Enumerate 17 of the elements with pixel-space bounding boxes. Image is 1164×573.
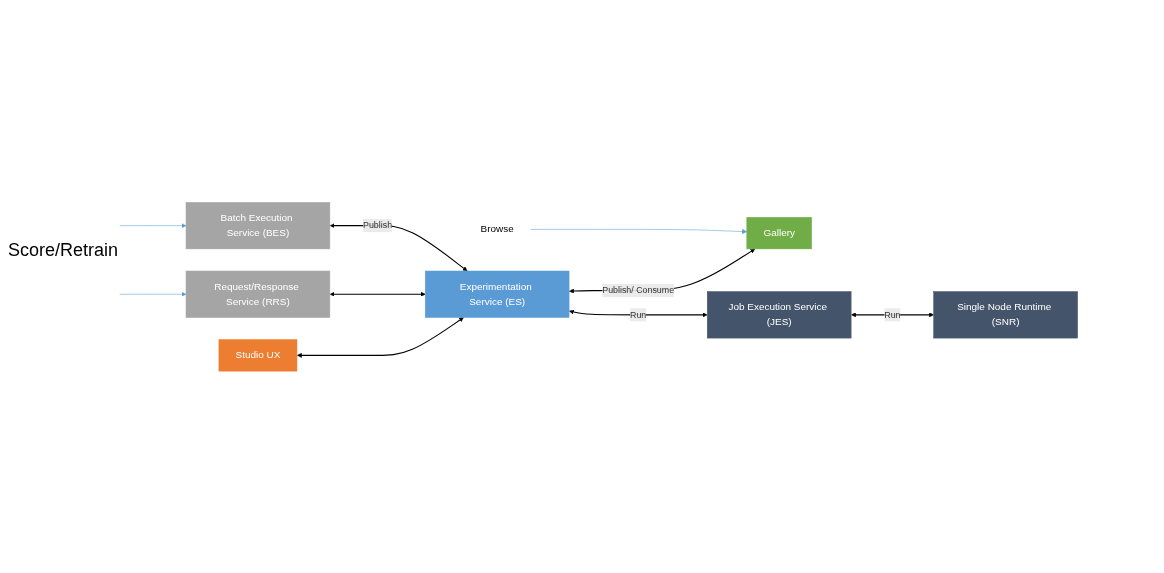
edge-label: Publish (363, 220, 393, 230)
node-box: Single Node Runtime (SNR) (933, 291, 1078, 339)
edge-label: Run (884, 309, 901, 319)
node-box: Experimentation Service (ES) (425, 270, 570, 318)
node-box: Batch Execution Service (BES) (185, 201, 331, 249)
node-box: Job Execution Service (JES) (707, 291, 852, 339)
node-box: Gallery (746, 216, 812, 249)
arrow (329, 291, 426, 297)
edge-label: Run (630, 309, 647, 319)
arrow (851, 312, 934, 317)
note-text: Score/Retrain (8, 240, 119, 261)
edge-label: Publish/ Consume (602, 285, 675, 295)
node-text: Browse (480, 223, 514, 235)
node-box: Studio UX (218, 339, 298, 372)
arrow (296, 317, 464, 358)
arrow (569, 309, 708, 317)
node-box: Request/Response Service (RRS) (185, 270, 331, 318)
